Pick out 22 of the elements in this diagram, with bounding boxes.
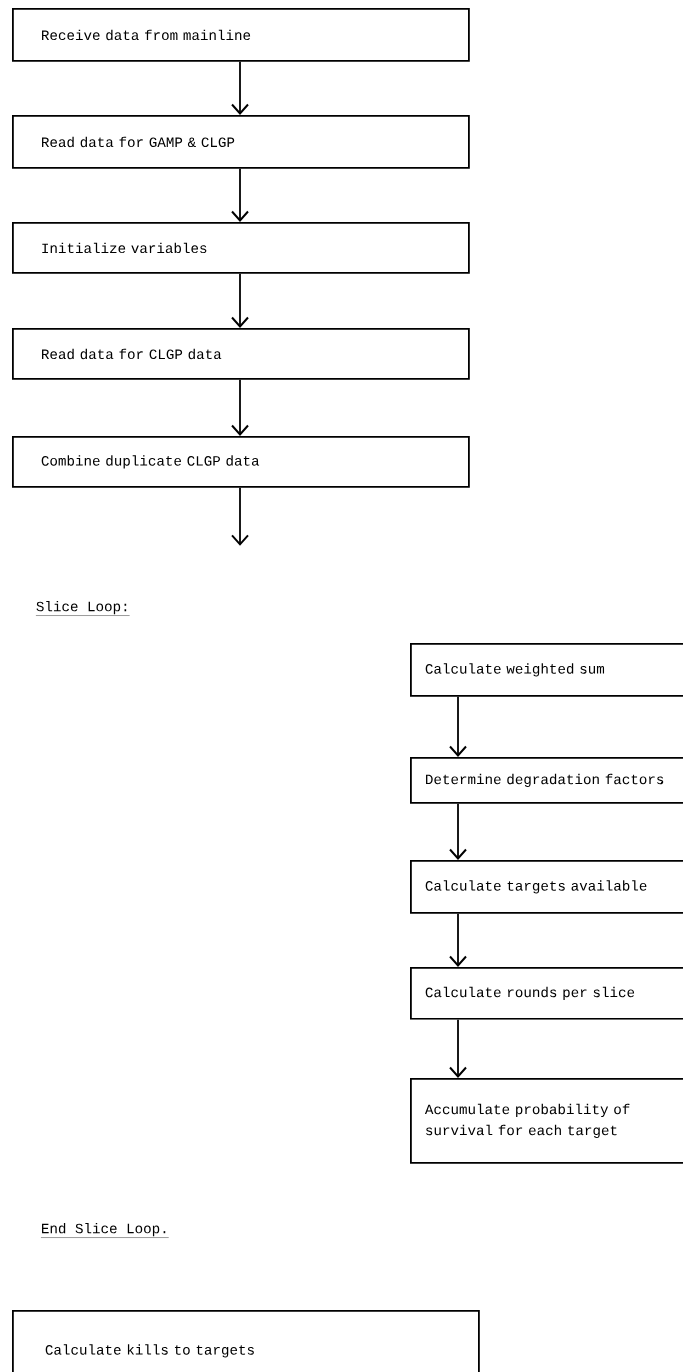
process-box: Calculate kills to targets — [12, 1310, 480, 1372]
arrow — [231, 486, 249, 546]
arrow — [231, 378, 249, 436]
process-box: Determine degradation factors — [410, 757, 683, 804]
process-box: Initialize variables — [12, 222, 470, 274]
arrow — [449, 802, 467, 860]
arrow — [231, 60, 249, 115]
process-box: Calculate targets available — [410, 860, 683, 914]
process-box: Accumulate probability of survival for each target — [410, 1078, 683, 1164]
arrow — [231, 167, 249, 222]
process-box: Calculate rounds per slice — [410, 967, 683, 1020]
underlined-heading: End Slice Loop. — [40, 1222, 169, 1238]
arrow — [231, 272, 249, 328]
process-box: Read data for GAMP & CLGP — [12, 115, 470, 169]
arrow — [449, 1018, 467, 1078]
process-box: Combine duplicate CLGP data — [12, 436, 470, 488]
arrow — [449, 912, 467, 967]
process-box: Calculate weighted sum — [410, 643, 683, 697]
underlined-heading: Slice Loop: — [35, 600, 130, 616]
process-box: Receive data from mainline — [12, 8, 470, 62]
process-box: Read data for CLGP data — [12, 328, 470, 380]
arrow — [449, 695, 467, 757]
